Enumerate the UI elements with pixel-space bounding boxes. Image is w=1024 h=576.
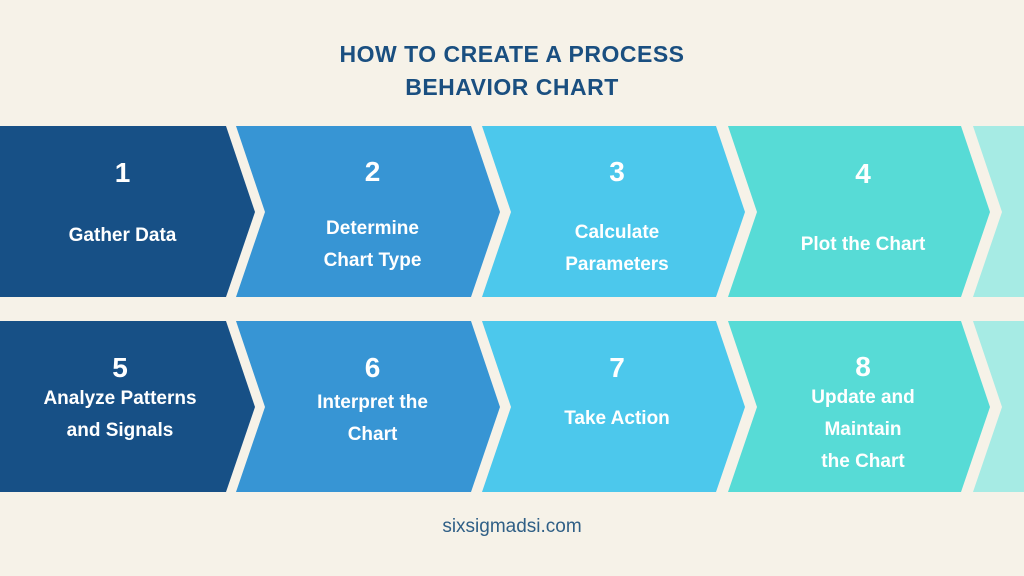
step-label-line1: Interpret the <box>317 392 428 413</box>
step-label-line2: Chart Type <box>323 250 422 271</box>
chevron-step-6 <box>236 321 500 492</box>
step-label-line1: Update and <box>811 387 915 408</box>
step-label-line1: Determine <box>326 218 419 239</box>
website-link[interactable]: sixsigmadsi.com <box>442 516 582 537</box>
step-2: 2 Determine Chart Type <box>255 155 490 277</box>
step-number: 3 <box>609 156 625 187</box>
page-title-line1: HOW TO CREATE A PROCESS <box>339 41 685 67</box>
step-number: 8 <box>855 351 871 382</box>
chevron-overflow-1 <box>973 126 1024 297</box>
step-3: 3 Calculate Parameters <box>499 155 735 281</box>
row-2-chevrons <box>0 321 1024 492</box>
chevron-step-5 <box>0 321 255 492</box>
step-label-line2: Parameters <box>565 254 669 275</box>
page-title-line2: BEHAVIOR CHART <box>405 74 619 100</box>
step-number: 7 <box>609 352 625 383</box>
step-8: 8 Update and Maintain the Chart <box>745 350 981 478</box>
chevron-step-7 <box>482 321 745 492</box>
step-label: Plot the Chart <box>800 234 926 255</box>
step-label: Gather Data <box>68 225 177 246</box>
chevron-overflow-2 <box>973 321 1024 492</box>
chevron-step-2 <box>236 126 500 297</box>
step-label-line2: Chart <box>347 424 398 445</box>
row-1-chevrons <box>0 126 1024 297</box>
step-number: 1 <box>114 157 131 188</box>
chevron-step-8 <box>728 321 990 492</box>
step-1: 1 Gather Data <box>0 156 245 252</box>
step-number: 2 <box>364 156 381 187</box>
step-4: 4 Plot the Chart <box>745 157 981 261</box>
chevron-step-4 <box>728 126 990 297</box>
step-7: 7 Take Action <box>499 351 735 435</box>
chevron-step-3 <box>482 126 745 297</box>
step-number: 5 <box>112 352 128 383</box>
step-label-line3: the Chart <box>821 451 905 472</box>
step-label: Take Action <box>564 408 670 429</box>
step-label-line1: Calculate <box>574 222 660 243</box>
step-label-line1: Analyze Patterns <box>43 388 197 409</box>
step-5: 5 Analyze Patterns and Signals <box>0 351 240 447</box>
chevron-step-1 <box>0 126 255 297</box>
step-number: 4 <box>855 158 871 189</box>
step-6: 6 Interpret the Chart <box>255 351 490 451</box>
step-label-line2: and Signals <box>66 420 174 441</box>
step-number: 6 <box>364 352 381 383</box>
step-label-line2: Maintain <box>824 419 902 440</box>
